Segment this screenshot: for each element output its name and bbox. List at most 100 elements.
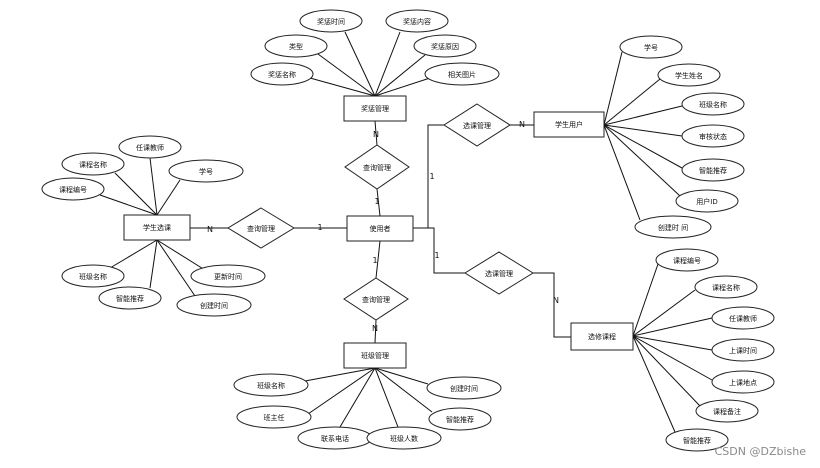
connector-line [99, 194, 158, 216]
connector-line [374, 31, 401, 97]
connector-line [344, 31, 376, 97]
cardinality-jiang-bottom: 1 [374, 197, 379, 206]
attribute-label: 任课教师 [136, 143, 164, 152]
attribute-label: 相关图片 [448, 70, 476, 79]
connector-line [603, 124, 641, 221]
relationship-query-top: 查询管理 [344, 144, 410, 190]
attribute-label: 智能推荐 [683, 436, 711, 445]
connector-line [109, 239, 158, 269]
attribute-label: 课程编号 [673, 256, 701, 265]
attribute-label: 课程名称 [712, 283, 740, 292]
relationship-label: 查询管理 [247, 224, 275, 233]
connector-line [375, 240, 381, 279]
entity-label: 学生用户 [555, 120, 583, 129]
entity-label: 学生选课 [143, 223, 171, 232]
attribute-label: 学号 [644, 43, 658, 52]
cardinality-stu-right: N [519, 120, 525, 129]
connector-line [376, 188, 381, 217]
connector-line [156, 239, 196, 297]
attribute-label: 类型 [289, 42, 303, 51]
connector-line [339, 367, 376, 428]
connector-line [413, 227, 465, 274]
cardinality-bj-bottom: N [372, 324, 378, 333]
attribute-label: 班级名称 [699, 100, 727, 109]
relationship-select-course: 选课管理 [464, 251, 534, 295]
attribute-label: 学生姓名 [675, 71, 703, 80]
attributes-student-user: 学号 学生姓名 班级名称 审核状态 智能推荐 用户ID 创建时 间 [619, 35, 745, 239]
cardinality-bj-top: 1 [372, 256, 377, 265]
connector-line [374, 77, 431, 97]
connector-line [632, 335, 676, 433]
cardinality-xk-top: 1 [434, 251, 439, 260]
attribute-label: 智能推荐 [446, 415, 474, 424]
connector-line [374, 319, 377, 344]
connector-line [632, 335, 713, 381]
connector-line [632, 335, 701, 407]
connector-line [603, 124, 683, 137]
attribute-label: 上课时间 [729, 346, 757, 355]
attribute-label: 班级人数 [390, 434, 418, 443]
cardinality-xk-right: N [553, 296, 559, 305]
cardinality-xsxd-right: 1 [317, 223, 322, 232]
connector-lines [99, 31, 713, 433]
connector-line [533, 272, 571, 338]
relationship-select-stu: 选课管理 [443, 103, 511, 147]
connector-line [632, 289, 696, 337]
attribute-label: 用户ID [696, 197, 717, 206]
attribute-label: 班级名称 [79, 272, 107, 281]
attributes-jiangcheng: 奖惩时间 奖惩内容 类型 奖惩原因 奖惩名称 相关图片 [250, 9, 500, 86]
connector-line [374, 367, 399, 428]
attribute-label: 课程名称 [79, 160, 107, 169]
connector-line [317, 53, 376, 97]
attribute-label: 任课教师 [729, 314, 757, 323]
connector-line [603, 78, 661, 126]
attribute-label: 奖惩名称 [268, 70, 296, 79]
attribute-label: 班级名称 [257, 381, 285, 390]
connector-line [114, 172, 158, 216]
watermark: CSDN @DZbishe [714, 445, 806, 458]
cardinality-jiang-top: N [373, 130, 379, 139]
connector-line [149, 239, 158, 289]
attribute-label: 更新时间 [214, 272, 242, 281]
cardinality-xsxd-left: N [207, 225, 213, 234]
connector-line [632, 317, 713, 337]
relationship-label: 查询管理 [363, 163, 391, 172]
entity-label: 班级管理 [361, 351, 389, 360]
connector-line [632, 263, 659, 337]
entity-student-course: 学生选课 [123, 214, 191, 241]
attribute-label: 奖惩内容 [403, 17, 431, 26]
cardinality-labels: N 1 N 1 1 N 1 N 1 N [207, 120, 559, 333]
connector-line [374, 120, 378, 146]
relationship-query-left: 查询管理 [227, 207, 295, 249]
relationship-label: 选课管理 [463, 121, 491, 130]
attributes-class: 班级名称 创建时间 班主任 智能推荐 联系电话 班级人数 [233, 373, 502, 450]
entity-label: 使用者 [370, 224, 391, 233]
entity-jiangcheng: 奖惩管理 [343, 95, 407, 122]
attribute-label: 创建时间 [450, 384, 478, 393]
attribute-label: 学号 [199, 167, 213, 176]
connector-line [374, 367, 433, 413]
entity-label: 选修课程 [588, 332, 616, 341]
attribute-label: 课程备注 [713, 407, 741, 416]
entity-elective: 选修课程 [570, 322, 634, 351]
connector-line [603, 51, 623, 126]
entity-user: 使用者 [346, 215, 414, 242]
attributes-student-course: 任课教师 课程名称 学号 课程编号 班级名称 更新时间 智能推荐 创建时间 [41, 135, 266, 317]
entity-student-user: 学生用户 [533, 111, 605, 138]
attribute-label: 智能推荐 [116, 294, 144, 303]
relationship-label: 查询管理 [362, 295, 390, 304]
connector-line [374, 367, 429, 385]
attribute-label: 创建时间 [200, 301, 228, 310]
relationship-query-bottom: 查询管理 [343, 277, 409, 321]
connector-line [374, 54, 426, 97]
attribute-label: 审核状态 [699, 132, 727, 141]
entity-class: 班级管理 [343, 342, 407, 369]
cardinality-stu-top: 1 [429, 172, 434, 181]
attribute-label: 奖惩时间 [317, 17, 345, 26]
connector-line [156, 179, 181, 216]
connector-line [304, 367, 376, 382]
attribute-label: 上课地点 [729, 378, 757, 387]
connector-line [603, 124, 681, 197]
connector-line [603, 124, 683, 169]
